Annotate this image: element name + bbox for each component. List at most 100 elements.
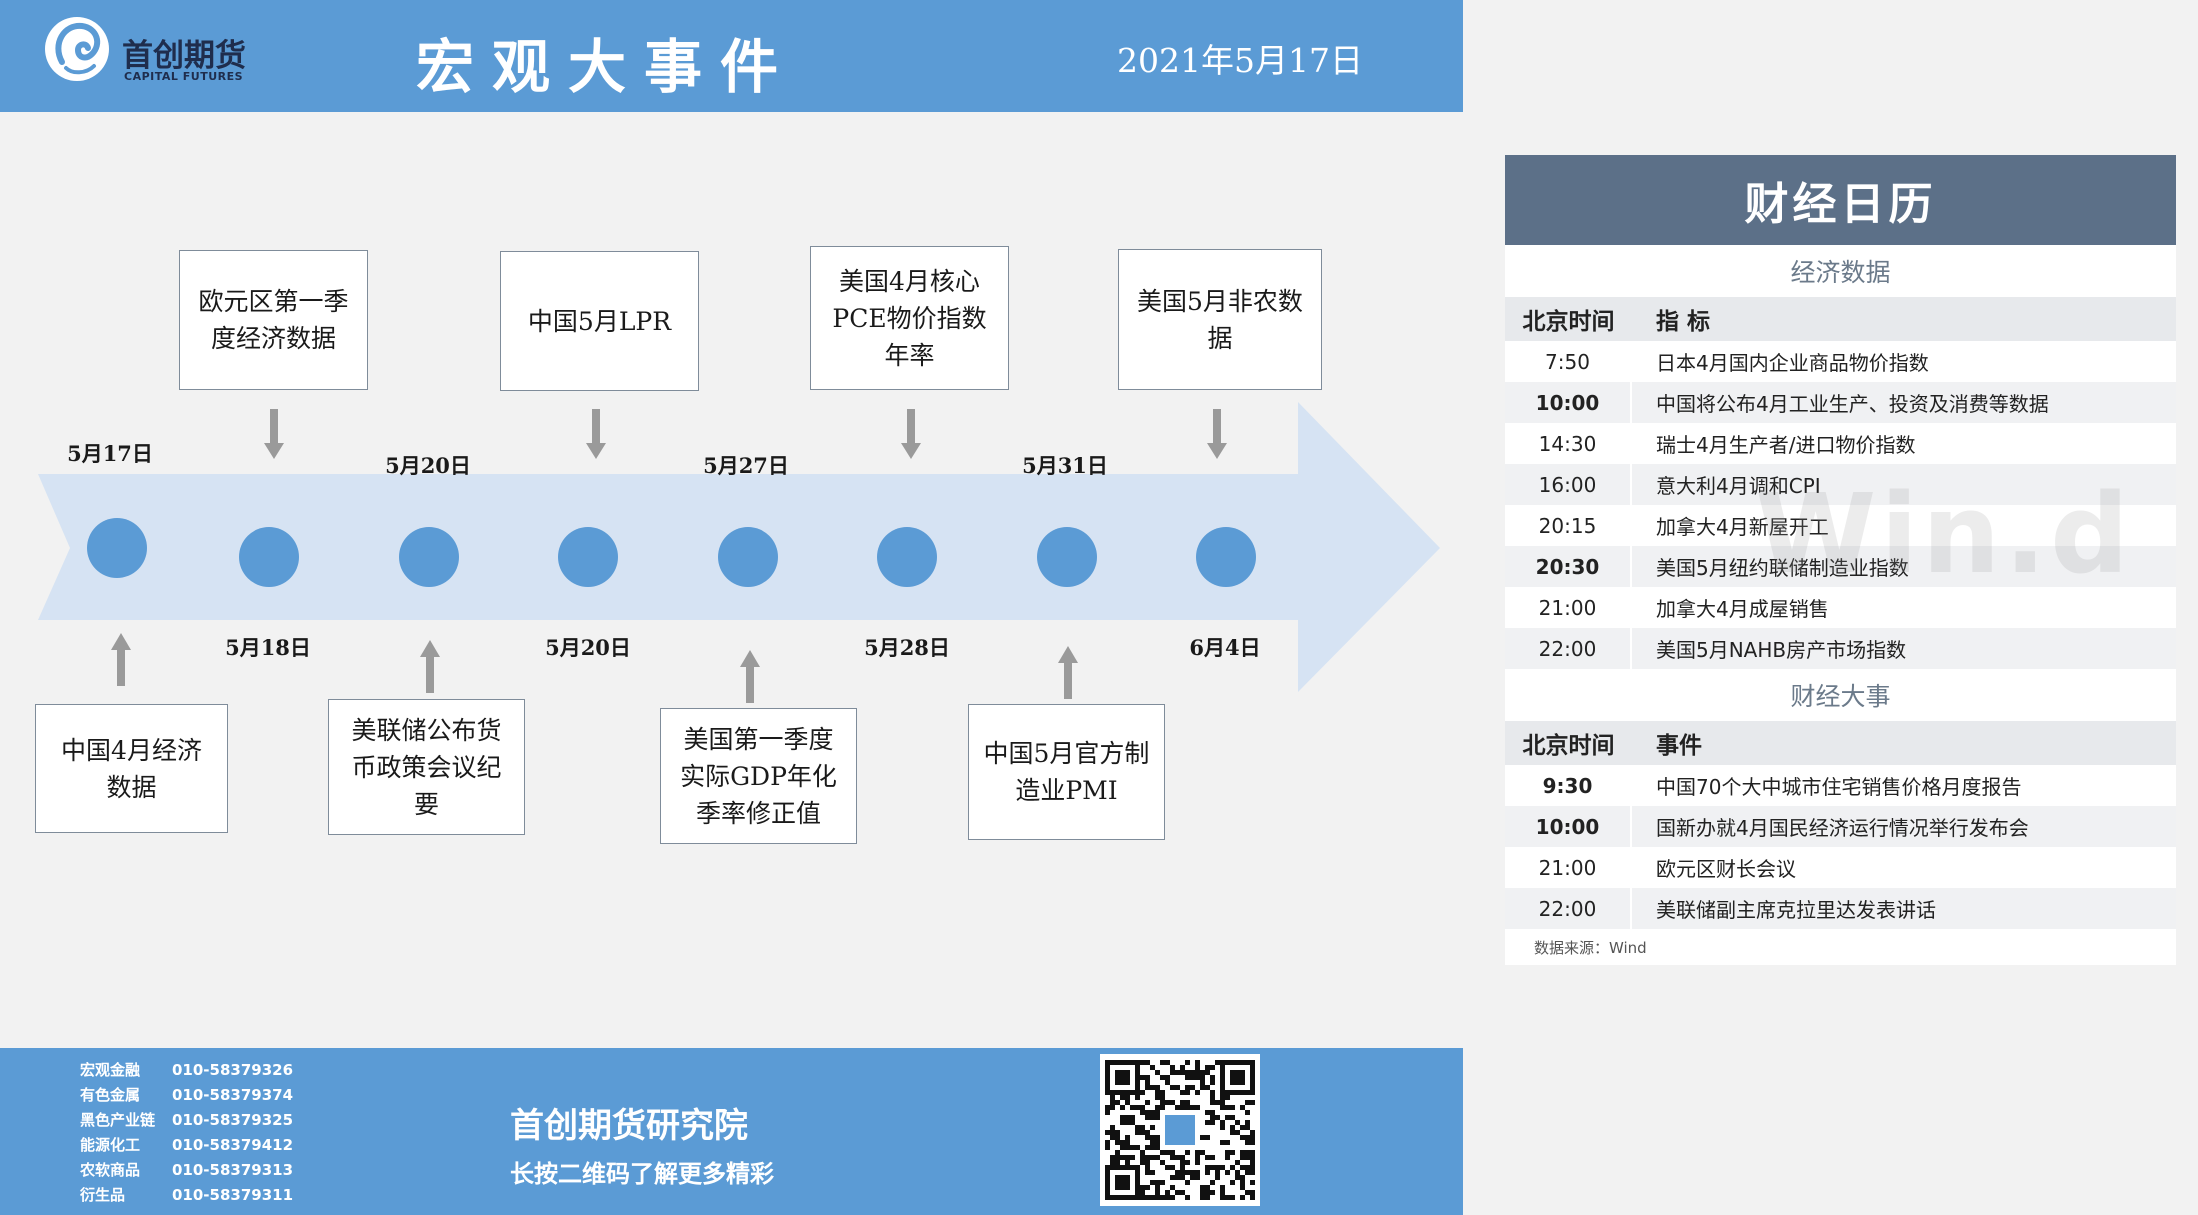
section-title-economic-data: 经济数据: [1790, 258, 1891, 287]
event-box: 中国5月官方制造业PMI: [968, 704, 1165, 840]
table-header: 北京时间 指 标: [1505, 297, 2176, 341]
header-time: 北京时间: [1522, 733, 1615, 759]
event-text-line: PCE物价指数: [832, 303, 987, 333]
timeline-node: [1196, 527, 1256, 587]
down-arrow-icon: [901, 409, 921, 459]
down-arrow-icon: [586, 409, 606, 459]
timeline-node: [877, 527, 937, 587]
qr-code-icon[interactable]: [1100, 1054, 1260, 1206]
event-box: 美国第一季度实际GDP年化季率修正值: [660, 708, 857, 844]
contact-phone: 010-58379325: [172, 1111, 294, 1129]
event-text-line: 美联储公布货: [351, 715, 502, 745]
row-item: 加拿大4月新屋开工: [1656, 515, 1829, 539]
row-time: 10:00: [1505, 382, 1632, 423]
row-item: 意大利4月调和CPI: [1656, 474, 1821, 498]
event-text-line: 中国4月经济: [61, 735, 202, 765]
event-box: 美国5月非农数据: [1118, 249, 1322, 390]
event-text-line: 美国5月非农数: [1137, 286, 1303, 316]
row-time: 20:15: [1505, 505, 1632, 546]
event-box: 美国4月核心 PCE物价指数年率: [810, 246, 1009, 390]
brand-name-en: CAPITAL FUTURES: [124, 70, 244, 83]
event-box: 中国5月LPR: [500, 251, 699, 391]
row-time: 10:00: [1505, 806, 1632, 847]
footer-slogan: 长按二维码了解更多精彩: [510, 1160, 774, 1188]
timeline-date: 5月28日: [864, 635, 950, 660]
event-box: 美联储公布货币政策会议纪要: [328, 699, 525, 835]
contact-dept: 黑色产业链: [80, 1111, 156, 1129]
timeline-node: [558, 527, 618, 587]
table-row: 10:00 中国将公布4月工业生产、投资及消费等数据: [1505, 382, 2176, 423]
event-text-line: 美国4月核心: [839, 266, 980, 296]
event-text-line: 欧元区第一季: [198, 287, 349, 316]
section-title-events: 财经大事: [1790, 682, 1891, 711]
event-text-line: 中国5月官方制: [983, 739, 1150, 768]
timeline-node: [718, 527, 778, 587]
table-row: 10:00 国新办就4月国民经济运行情况举行发布会: [1505, 806, 2176, 847]
row-item: 中国将公布4月工业生产、投资及消费等数据: [1656, 392, 2049, 416]
down-arrow-icon: [1207, 409, 1227, 459]
contact-phone: 010-58379326: [172, 1061, 294, 1079]
timeline-date: 5月31日: [1022, 453, 1108, 478]
table-header: 北京时间 事件: [1505, 721, 2176, 765]
table-row: 20:30 美国5月纽约联储制造业指数: [1505, 546, 2176, 587]
contact-phone: 010-58379374: [172, 1086, 294, 1104]
event-text-line: 要: [413, 789, 439, 819]
row-item: 美联储副主席克拉里达发表讲话: [1656, 898, 1936, 922]
row-item: 日本4月国内企业商品物价指数: [1656, 351, 1929, 375]
row-item: 国新办就4月国民经济运行情况举行发布会: [1656, 816, 2029, 840]
calendar-title: 财经日历: [1505, 155, 2176, 245]
contact-dept: 农软商品: [80, 1161, 141, 1179]
timeline-node: [87, 518, 147, 578]
event-box: 中国4月经济数据: [35, 704, 228, 833]
event-text-line: 季率修正值: [695, 798, 821, 828]
event-timeline: 5月17日 5月20日 5月27日 5月31日 5月18日 5月20日 5月28…: [0, 112, 1463, 1047]
page-title: 宏观大事件: [416, 33, 797, 101]
connector-arrows: [111, 409, 1227, 703]
contact-phone: 010-58379313: [172, 1161, 294, 1179]
contact-item: 农软商品 010-58379313: [80, 1159, 293, 1180]
header-bar: 首创期货 CAPITAL FUTURES 宏观大事件 2021年5月17日: [0, 0, 1463, 112]
event-text-line: 据: [1207, 323, 1233, 353]
event-text-line: 数据: [106, 772, 157, 802]
company-logo-icon: [45, 17, 109, 81]
up-arrow-icon: [111, 633, 131, 686]
contact-dept: 宏观金融: [80, 1061, 141, 1079]
header-indicator: 指 标: [1656, 309, 1711, 335]
row-item: 美国5月NAHB房产市场指数: [1656, 638, 1907, 662]
row-item: 美国5月纽约联储制造业指数: [1656, 556, 1909, 580]
timeline-node: [239, 527, 299, 587]
brand-name: 首创期货: [122, 38, 246, 74]
row-time: 9:30: [1505, 765, 1632, 806]
contact-phone: 010-58379412: [172, 1136, 294, 1154]
contact-dept: 衍生品: [80, 1186, 126, 1204]
event-text-line: 美国第一季度: [683, 724, 834, 754]
down-arrow-icon: [264, 409, 284, 459]
row-time: 21:00: [1505, 587, 1632, 628]
event-text-line: 币政策会议纪: [351, 752, 502, 782]
table-row: 21:00 加拿大4月成屋销售: [1505, 587, 2176, 628]
event-box: 欧元区第一季度经济数据: [179, 250, 368, 390]
header-time: 北京时间: [1522, 309, 1615, 335]
row-item: 瑞士4月生产者/进口物价指数: [1656, 433, 1916, 457]
event-text-line: 年率: [884, 340, 935, 370]
row-item: 欧元区财长会议: [1656, 857, 1796, 881]
contact-phone: 010-58379311: [172, 1186, 294, 1204]
page-date: 2021年5月17日: [1117, 41, 1363, 80]
event-text-line: 造业PMI: [1015, 776, 1118, 805]
institute-name: 首创期货研究院: [510, 1106, 748, 1146]
header-event: 事件: [1656, 733, 1702, 759]
event-text-line: 度经济数据: [210, 324, 336, 353]
row-item: 加拿大4月成屋销售: [1656, 597, 1829, 621]
row-time: 20:30: [1505, 546, 1632, 587]
timeline-date: 5月20日: [385, 453, 471, 478]
